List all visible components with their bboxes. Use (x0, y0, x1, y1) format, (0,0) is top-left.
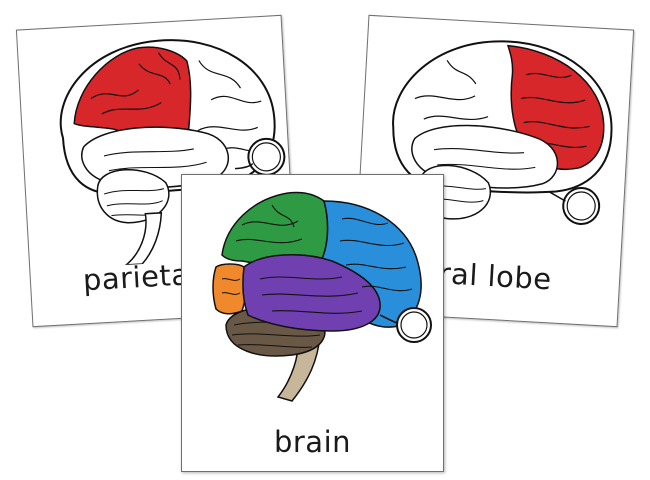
parietal-lobe-highlight (73, 46, 192, 135)
occipital-region (212, 263, 247, 315)
brainstem-region (276, 334, 321, 402)
temporal-lobe-region (242, 254, 381, 332)
card-label-brain: brain (273, 425, 352, 459)
brain-card: brain (181, 174, 444, 472)
frontal-lobe-region (221, 191, 329, 265)
brain-colored-illustration (212, 191, 432, 402)
